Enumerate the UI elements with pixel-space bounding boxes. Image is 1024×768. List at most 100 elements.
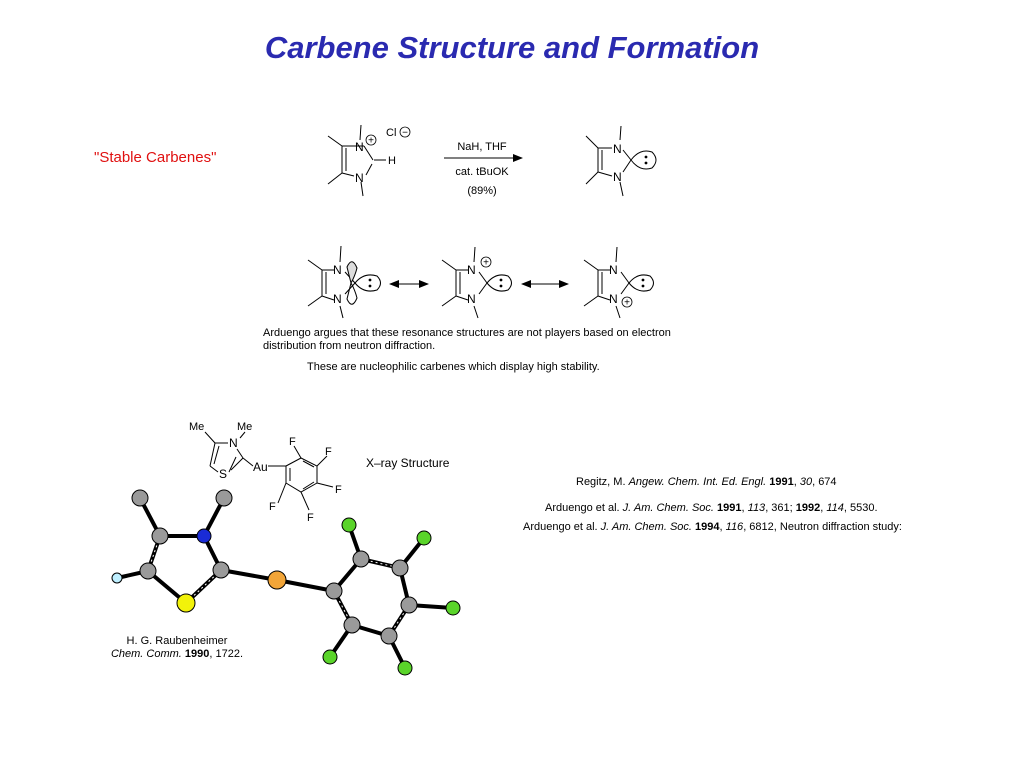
carbon-atom-ball bbox=[215, 489, 233, 507]
carbon-atom-ball bbox=[325, 582, 343, 600]
atom-n3-res1: N bbox=[333, 292, 342, 306]
atom-f: F bbox=[335, 484, 342, 496]
plus-charge-sign: + bbox=[368, 136, 374, 147]
nitrogen-atom-ball bbox=[196, 528, 212, 544]
fluorine-atom-ball bbox=[341, 517, 357, 533]
atom-n1-res1: N bbox=[333, 263, 342, 277]
carbon-atom-ball bbox=[139, 562, 157, 580]
methyl-label: Me bbox=[189, 421, 204, 433]
lone-pair-dot bbox=[368, 284, 372, 288]
chloride-label: Cl bbox=[386, 127, 396, 139]
reference-arduengo-1: Arduengo et al. J. Am. Chem. Soc. 1991 , … bbox=[545, 502, 878, 514]
lone-pair-dot bbox=[499, 278, 503, 282]
carbon-atom-ball bbox=[212, 561, 230, 579]
minus-charge-sign: − bbox=[402, 128, 408, 139]
methyl-label: Me bbox=[237, 421, 252, 433]
sulfur-atom-ball bbox=[176, 593, 196, 613]
ref-volume: 116 bbox=[725, 521, 744, 533]
resonance-note-line-1: Arduengo argues that these resonance str… bbox=[263, 327, 671, 339]
carbon-atom-ball bbox=[151, 527, 169, 545]
resonance-structure-2 bbox=[441, 246, 512, 319]
carbon-atom-ball bbox=[400, 596, 418, 614]
free-carbene bbox=[585, 125, 657, 197]
atom-f: F bbox=[269, 501, 276, 513]
xray-structure-label: X–ray Structure bbox=[366, 456, 450, 470]
reference-arduengo-2: Arduengo et al. J. Am. Chem. Soc. 1994 , … bbox=[523, 521, 902, 533]
ref-pages: , 5530. bbox=[843, 502, 878, 514]
ref-pages: , 6812, Neutron diffraction study: bbox=[743, 521, 902, 533]
reagent-tbuok: cat. tBuOK bbox=[455, 166, 509, 178]
carbon-atom-ball bbox=[131, 489, 149, 507]
atom-h: H bbox=[388, 155, 396, 167]
atom-au: Au bbox=[253, 460, 268, 474]
fluorine-atom-ball bbox=[416, 530, 432, 546]
ref-journal: Chem. Comm. bbox=[110, 648, 182, 660]
ref-year: 1992 bbox=[795, 502, 821, 514]
resonance-structure-1 bbox=[307, 245, 381, 319]
resonance-structure-3 bbox=[583, 246, 654, 319]
resonance-note-line-2: distribution from neutron diffraction. bbox=[263, 340, 436, 352]
atom-n1-product: N bbox=[613, 142, 622, 156]
atom-n3-res2: N bbox=[467, 292, 476, 306]
ref-pages: , 1722. bbox=[209, 648, 244, 660]
fluorine-atom-ball bbox=[445, 600, 461, 616]
ref-year: 1994 bbox=[695, 521, 720, 533]
ref-journal: J. Am. Chem. Soc. bbox=[622, 502, 714, 514]
ref-journal: Angew. Chem. Int. Ed. Engl. bbox=[628, 476, 767, 488]
lone-pair-dot bbox=[644, 161, 648, 165]
fluorine-atom-ball bbox=[322, 649, 338, 665]
fluorine-atom-ball bbox=[397, 660, 413, 676]
atom-n3: N bbox=[355, 171, 364, 185]
ref-year: 1991 bbox=[717, 502, 742, 514]
ref-volume: 113 bbox=[747, 502, 766, 514]
resonance-note: Arduengo argues that these resonance str… bbox=[263, 327, 733, 353]
au-complex-structure bbox=[204, 431, 334, 511]
ref-author: Regitz, M. bbox=[576, 476, 629, 488]
atom-n1: N bbox=[355, 140, 364, 154]
reaction-yield: (89%) bbox=[467, 185, 496, 197]
plus-charge-sign: + bbox=[483, 258, 489, 269]
imidazolium-salt bbox=[327, 124, 386, 197]
atom-f: F bbox=[307, 512, 314, 524]
atom-s-thiazole: S bbox=[219, 467, 227, 481]
reagent-nah-thf: NaH, THF bbox=[457, 141, 507, 153]
stable-carbenes-label: "Stable Carbenes" bbox=[94, 149, 217, 166]
xray-ball-stick-model bbox=[111, 489, 461, 676]
ref-author: H. G. Raubenheimer bbox=[126, 635, 228, 647]
carbon-atom-ball bbox=[391, 559, 409, 577]
lone-pair-dot bbox=[644, 155, 648, 159]
carbon-atom-ball bbox=[352, 550, 370, 568]
atom-n1-res3: N bbox=[609, 263, 618, 277]
ref-author: Arduengo et al. bbox=[545, 502, 623, 514]
atom-n-thiazole: N bbox=[229, 436, 238, 450]
ref-year: 1991 bbox=[769, 476, 794, 488]
lone-pair-dot bbox=[499, 284, 503, 288]
carbon-atom-ball bbox=[380, 627, 398, 645]
reference-raubenheimer: H. G. Raubenheimer Chem. Comm. 1990, 172… bbox=[92, 635, 262, 661]
lone-pair-dot bbox=[641, 278, 645, 282]
ref-volume: 30 bbox=[799, 476, 813, 488]
ref-journal: J. Am. Chem. Soc. bbox=[600, 521, 692, 533]
atom-f: F bbox=[289, 436, 296, 448]
ref-author: Arduengo et al. bbox=[523, 521, 601, 533]
ref-citation: Chem. Comm. 1990, 1722. bbox=[92, 648, 262, 661]
ref-pages: , 674 bbox=[812, 476, 837, 488]
ref-pages: , 361; bbox=[765, 502, 796, 514]
ref-year: 1990 bbox=[184, 648, 210, 660]
lone-pair-dot bbox=[641, 284, 645, 288]
plus-charge-icon bbox=[480, 256, 492, 268]
reference-regitz: Regitz, M. Angew. Chem. Int. Ed. Engl. 1… bbox=[576, 476, 837, 488]
hydrogen-atom-ball bbox=[111, 572, 123, 584]
lone-pair-dot bbox=[368, 278, 372, 282]
atom-n3-product: N bbox=[613, 170, 622, 184]
plus-charge-sign: + bbox=[624, 298, 630, 309]
gold-atom-ball bbox=[267, 570, 287, 590]
page-title: Carbene Structure and Formation bbox=[264, 30, 760, 65]
minus-charge-icon bbox=[399, 126, 411, 138]
atom-n1-res2: N bbox=[467, 263, 476, 277]
plus-charge-icon bbox=[365, 134, 377, 146]
ref-volume: 114 bbox=[826, 502, 844, 514]
carbon-atom-ball bbox=[343, 616, 361, 634]
plus-charge-icon bbox=[621, 296, 633, 308]
